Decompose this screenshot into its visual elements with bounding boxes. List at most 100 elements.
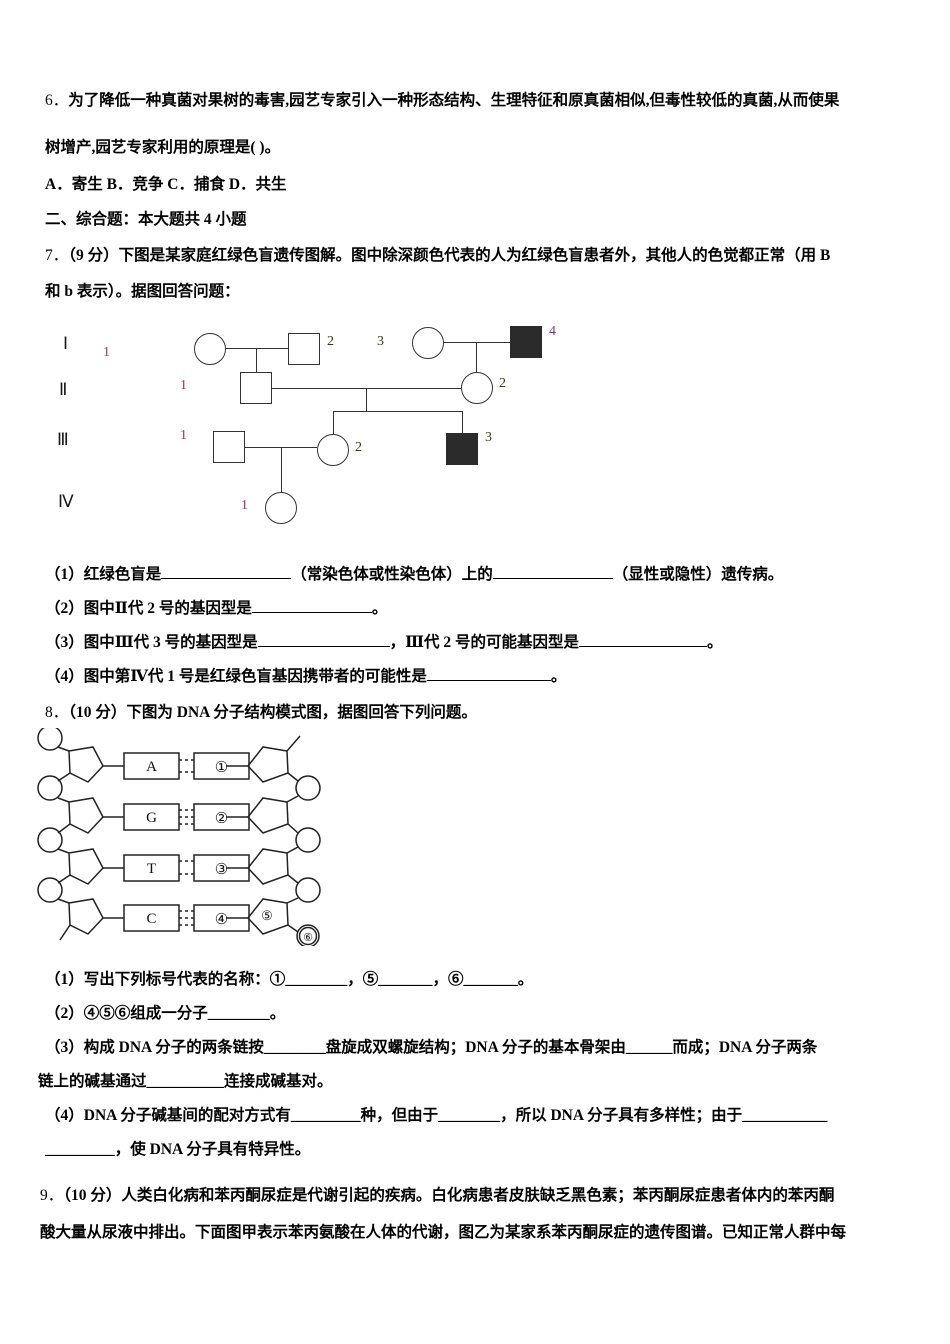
pedigree-index-III-2: 2: [355, 440, 362, 455]
sugar-left-2: [68, 797, 104, 834]
pedigree-individual-I-4: [510, 326, 542, 358]
generation-label-I: Ⅰ: [63, 334, 69, 353]
bond-s3r-p3r: [287, 874, 299, 884]
question-8-line-1: 8．（10 分）下图为 DNA 分子结构模式图，据图回答下列问题。: [45, 700, 477, 722]
dna-base-label-3: ③: [215, 862, 228, 878]
pedigree-individual-IV-1: [265, 492, 297, 524]
bond-s2-p3: [57, 823, 71, 834]
generation-label-IV: Ⅳ: [58, 492, 74, 511]
q7-sub2-blank-1[interactable]: [251, 597, 372, 613]
phosphate-right-3: [295, 877, 321, 903]
sugar-right-1: [247, 746, 289, 783]
sugar-right-2: [247, 797, 289, 834]
base-box-left-3: [123, 854, 180, 882]
dna-base-label-2: ②: [215, 811, 228, 827]
base-box-left-1: [123, 752, 180, 780]
question-6-number: 6．: [45, 92, 69, 109]
question-7-line-2: 和 b 表示）。据图回答问题：: [45, 283, 240, 300]
question-8-sub-4: （4）DNA 分子碱基间的配对方式有_________种，但由于________…: [45, 1107, 828, 1124]
dna-base-label-1: ①: [215, 760, 228, 776]
pedigree-index-III-3: 3: [485, 430, 492, 445]
question-6-line-2: 树增产,园艺专家利用的原理是( )。: [45, 139, 281, 156]
pedigree-index-II-2: 2: [499, 376, 506, 391]
question-7-text-1: （9 分）下图是某家庭红绿色盲遗传图解。图中除深颜色代表的人为红绿色盲患者外，其…: [68, 247, 831, 264]
pedigree-individual-II-2: [461, 372, 493, 404]
q7-sub2-lead: （2）图中Ⅱ代 2 号的基因型是: [45, 600, 252, 617]
pedigree-individual-III-2: [317, 434, 349, 466]
pedigree-index-I-1: 1: [103, 345, 110, 360]
bond-s3-p4: [57, 874, 71, 884]
phosphate-right-2: [295, 827, 321, 853]
bond-p3-s3: [57, 848, 70, 854]
pedigree-index-II-1: 1: [180, 378, 187, 393]
q7-sub1-blank-1[interactable]: [161, 563, 292, 579]
bond-p2r-s3r: [286, 846, 299, 854]
question-8-sub-3-cont: 链上的碱基通过__________连接成碱基对。: [38, 1073, 333, 1090]
q7-sub3-blank-2[interactable]: [579, 631, 708, 647]
phosphate-left-4: [37, 877, 63, 903]
dna-base-label-G: G: [146, 810, 157, 826]
section-2-heading: 二、综合题：本大题共 4 小题: [45, 211, 247, 228]
bond-p1r-s2r: [286, 795, 299, 803]
bond-s1r-p1r: [287, 772, 299, 782]
generation-label-III: Ⅲ: [57, 430, 69, 449]
question-8-sub-1: （1）写出下列标号代表的名称：①________，⑤_______，⑥_____…: [45, 971, 534, 988]
question-6-line-1: 6．为了降低一种真菌对果树的毒害,园艺专家引入一种形态结构、生理特征和原真菌相似…: [45, 88, 839, 110]
pedigree-individual-II-1: [240, 372, 272, 404]
pedigree-index-I-3: 3: [377, 334, 384, 349]
question-7-sub-1: （1）红绿色盲是（常染色体或性染色体）上的（显性或隐性）遗传病。: [45, 562, 783, 584]
q7-sub4-mid: 。: [550, 668, 567, 685]
question-8-sub-4-cont: _________，使 DNA 分子具有特异性。: [45, 1141, 311, 1158]
sugar-right-3: [247, 848, 289, 885]
pedigree-descent-line-I-to-II-2: [476, 342, 478, 380]
phosphate-right-1: [295, 775, 321, 801]
question-7-sub-2: （2）图中Ⅱ代 2 号的基因型是 。: [45, 596, 387, 618]
dna-base-label-C: C: [146, 911, 156, 927]
question-7-sub-4: （4）图中第Ⅳ代 1 号是红绿色盲基因携带者的可能性是。: [45, 664, 566, 686]
q7-sub1-mid: （常染色体或性染色体）上的: [291, 566, 493, 583]
pedigree-individual-I-3: [412, 327, 444, 359]
pedigree-individual-III-3: [446, 433, 478, 465]
phosphate-left-3: [37, 827, 63, 853]
bond-s1-p2: [57, 772, 71, 782]
question-8-sub-2: （2）④⑤⑥组成一分子________。: [45, 1005, 286, 1022]
q7-sub1-lead: （1）红绿色盲是: [45, 566, 162, 583]
pedigree-individual-I-1: [194, 333, 226, 365]
chain-end-left: [59, 924, 71, 941]
base-box-right-1: [193, 752, 250, 780]
question-6-options: A．寄生 B．竞争 C．捕食 D．共生: [45, 176, 287, 193]
phosphate-right-4: [296, 924, 320, 946]
pedigree-sibship-bar-III: [333, 411, 463, 413]
question-9-text-1: （10 分）人类白化病和苯丙酮尿症是代谢引起的疾病。白化病患者皮肤缺乏黑色素；苯…: [63, 1187, 835, 1204]
question-6-text-1: 为了降低一种真菌对果树的毒害,园艺专家引入一种形态结构、生理特征和原真菌相似,但…: [68, 92, 840, 109]
sugar-left-3: [68, 848, 104, 885]
pedigree-descent-stem-II: [366, 388, 368, 411]
base-box-right-3: [193, 854, 250, 882]
pedigree-index-I-4: 4: [549, 324, 556, 339]
generation-label-II: Ⅱ: [59, 380, 68, 399]
question-7-sub-3: （3）图中Ⅲ代 3 号的基因型是，Ⅲ代 2 号的可能基因型是。: [45, 630, 723, 652]
phosphate-left-2: [37, 775, 63, 801]
pedigree-descent-line-I-to-II-1: [256, 348, 258, 384]
pedigree-drop-line-III-3: [462, 411, 464, 435]
dna-base-label-4: ④: [215, 912, 228, 928]
question-7-number: 7．: [45, 247, 69, 264]
pedigree-individual-I-2: [288, 333, 320, 365]
question-9-line-1: 9．（10 分）人类白化病和苯丙酮尿症是代谢引起的疾病。白化病患者皮肤缺乏黑色素…: [40, 1183, 834, 1205]
pedigree-index-I-2: 2: [327, 334, 334, 349]
dna-sugar-label-5: ⑤: [261, 908, 273, 923]
q7-sub2-mid: 。: [371, 600, 388, 617]
q7-sub1-blank-2[interactable]: [492, 563, 613, 579]
pedigree-drop-line-III-2: [333, 411, 335, 435]
dna-base-label-T: T: [147, 861, 156, 877]
pedigree-chart: Ⅰ Ⅱ Ⅲ Ⅳ 1 2 3 4 1 2: [55, 312, 575, 547]
q7-sub3-blank-1[interactable]: [257, 631, 390, 647]
q7-sub4-blank-1[interactable]: [426, 665, 551, 681]
pedigree-index-III-1: 1: [180, 428, 187, 443]
question-7-line-1: 7．（9 分）下图是某家庭红绿色盲遗传图解。图中除深颜色代表的人为红绿色盲患者外…: [45, 243, 830, 265]
dna-phosphate-label-6: ⑥: [303, 932, 313, 944]
bond-s4r-p4r: [287, 924, 299, 933]
pedigree-descent-line-III-to-IV: [281, 447, 283, 492]
dna-structure-diagram: A G T C ① ② ③ ④ ⑤ ⑥: [36, 728, 366, 946]
